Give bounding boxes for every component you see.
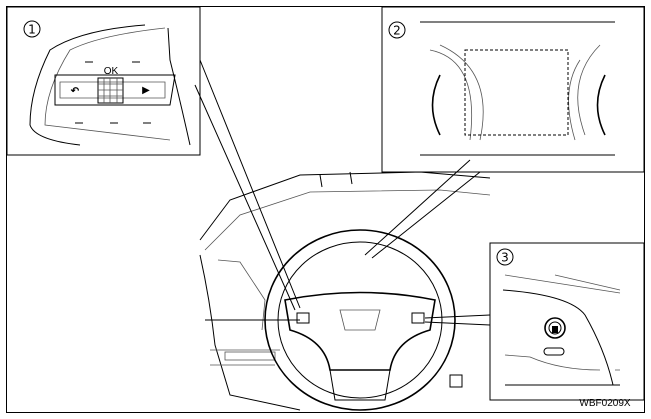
svg-text:2: 2 [393,24,401,38]
inset-3-switch: 3 [489,242,645,401]
svg-text:1: 1 [28,23,36,37]
dashboard-drawing [194,59,491,411]
back-icon: ↶ [70,86,80,97]
steering-switch-left [296,312,310,324]
play-icon: ▶ [142,85,150,96]
callout-1 [23,20,41,38]
steering-wheel-hub [284,291,436,371]
vehicle-button-icon [544,317,566,339]
svg-text:OK: OK [104,66,119,77]
inset-2-meter: 2 [381,6,645,173]
callout-3 [496,248,514,266]
ok-button [97,77,124,104]
figure-code: WBF0209X [579,398,630,409]
inset-1-steering-switch: 1 OK ↶ ▶ [6,6,201,156]
steering-switch-right [411,312,425,324]
outer-frame [6,6,645,413]
svg-text:3: 3 [501,251,509,265]
meter-display-area [464,49,569,136]
callout-2 [388,21,406,39]
steering-wheel-rim [264,229,456,411]
